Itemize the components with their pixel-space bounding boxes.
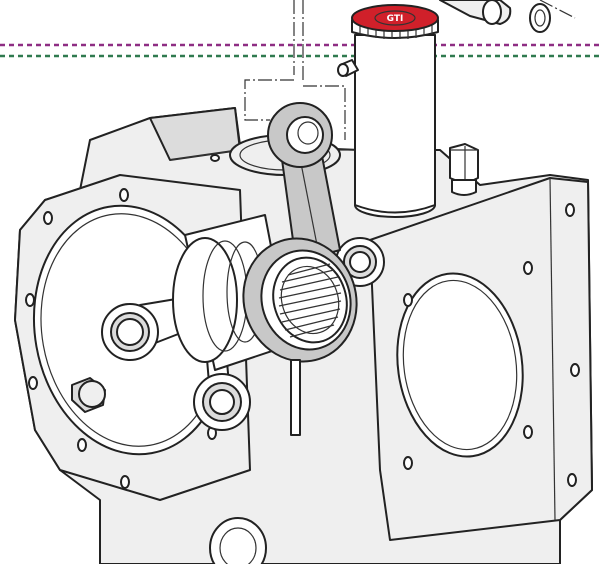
- hex-plug: [449, 143, 479, 196]
- retaining-ring: [529, 3, 551, 33]
- bearing-cylinder: [354, 34, 436, 218]
- bottom-bore: [209, 517, 267, 564]
- cylindrical-dowel: [439, 0, 512, 25]
- guide-pin: [337, 59, 359, 77]
- gear-housing: [14, 107, 593, 564]
- right-bolt-holes: [403, 203, 580, 487]
- exploded-leader-lines: [244, 0, 576, 140]
- dowel-boss: [71, 377, 106, 413]
- knurled-cap: GTI: [351, 4, 439, 39]
- needle-roller-bearing: [242, 237, 358, 363]
- connecting-rod-upper: [267, 102, 341, 263]
- right-bore: [396, 272, 524, 458]
- cap-logo-text: GTI: [387, 14, 404, 24]
- axis-rod: [290, 359, 301, 436]
